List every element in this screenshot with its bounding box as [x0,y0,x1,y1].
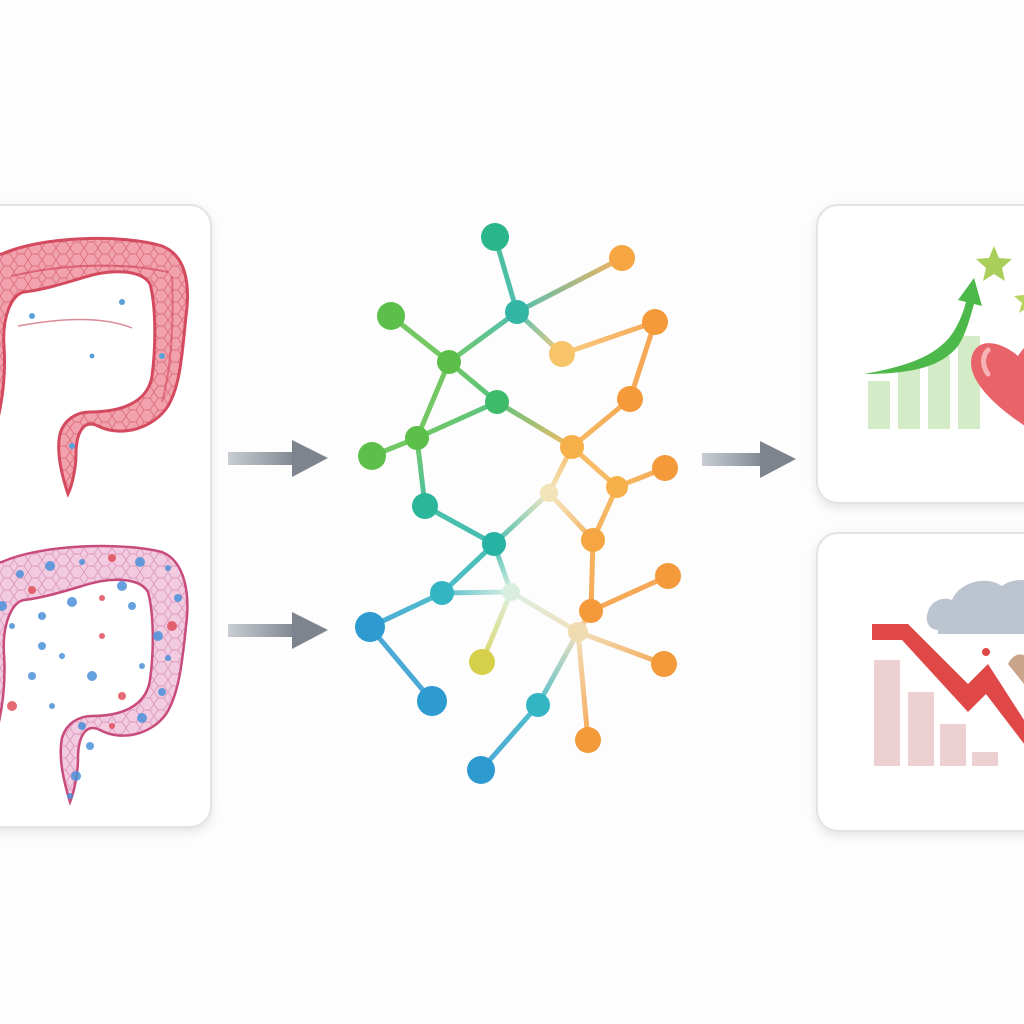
network-edge [627,319,658,402]
network-edge [575,629,667,667]
star-icon [1014,295,1024,313]
network-node [606,476,628,498]
network-node [579,599,603,623]
microbe-dot [9,623,15,629]
network-node [655,563,681,589]
microbe-dot [117,581,127,591]
microbial-interaction-network [340,210,700,800]
microbe-dot [59,653,65,659]
network-edge [588,573,671,614]
growth-chart-icon [864,278,982,429]
microbe-dot [165,565,171,571]
network-edge [446,309,520,365]
microbe-dot [108,554,116,562]
microbe-dot [38,642,46,650]
network-node [617,386,643,412]
microbe-dot [79,559,85,565]
network-node [358,442,386,470]
microbe-dot [167,621,177,631]
heart-icon [971,343,1024,426]
microbe-dot [67,597,77,607]
network-edge [508,589,581,635]
microbe-dot [99,595,105,601]
network-node [540,484,558,502]
network-node [467,756,495,784]
network-node [430,581,454,605]
microbe-dot [49,703,55,709]
network-edge [535,629,581,708]
microbe-dot [165,655,171,661]
microbe-dot [135,557,145,567]
microbe-dot [45,561,55,571]
intestine-illustrations [0,236,189,806]
intestine-comparison-panel [0,204,212,828]
microbe-dot [38,612,46,620]
microbe-dot [153,631,163,641]
network-edge [414,399,500,441]
network-node [482,532,506,556]
microbe-dot [16,570,24,578]
network-node [437,350,461,374]
network-edge [367,624,435,704]
network-edge [494,399,575,450]
decline-chart-icon [872,624,1024,766]
network-node [417,686,447,716]
positive-outcome-panel [816,204,1024,504]
network-node [405,426,429,450]
star-icon [976,246,1012,281]
microbe-dot [99,633,105,639]
network-edge [414,359,452,441]
microbe-dot [86,742,94,750]
microbe-dot [158,688,166,696]
network-nodes [355,223,681,784]
network-node [609,245,635,271]
network-node [642,309,668,335]
cloud-icon [926,580,1024,634]
arrow-right-icon [228,440,328,477]
microbe-dot [28,672,36,680]
negative-outcome-panel [816,532,1024,832]
network-edge [514,255,625,315]
microbe-dot [137,713,147,723]
network-node [651,651,677,677]
microbe-dot [71,771,81,781]
network-node [505,300,529,324]
network-node [560,435,584,459]
healthy-intestine-icon [0,236,189,498]
microbe-dot [7,701,17,711]
microbe-dot [87,671,97,681]
network-node [575,727,601,753]
microbe-dot [139,663,145,669]
network-node [502,583,520,601]
network-node [485,390,509,414]
network-node [652,455,678,481]
network-edge [575,629,591,743]
microbe-dot [78,722,86,730]
network-node [377,302,405,330]
microbe-dot [174,594,182,602]
microbe-dot [128,602,136,610]
network-edge [478,702,541,773]
arrow-right-icon [702,441,796,478]
arrow-right-icon [228,612,328,649]
network-node [568,622,588,642]
microbe-dot [67,793,73,799]
network-node [549,341,575,367]
network-graph [355,223,681,784]
microbe-dot [109,723,115,729]
network-node [412,493,438,519]
network-node [355,612,385,642]
network-node [526,693,550,717]
microbe-dot [28,586,36,594]
microbe-rich-intestine-icon [0,544,189,806]
network-node [581,528,605,552]
microbe-dot [118,692,126,700]
network-node [469,649,495,675]
network-edge [422,503,497,547]
network-edge [559,319,658,357]
network-node [481,223,509,251]
network-edge [491,490,552,547]
microbe-dot [0,601,7,611]
